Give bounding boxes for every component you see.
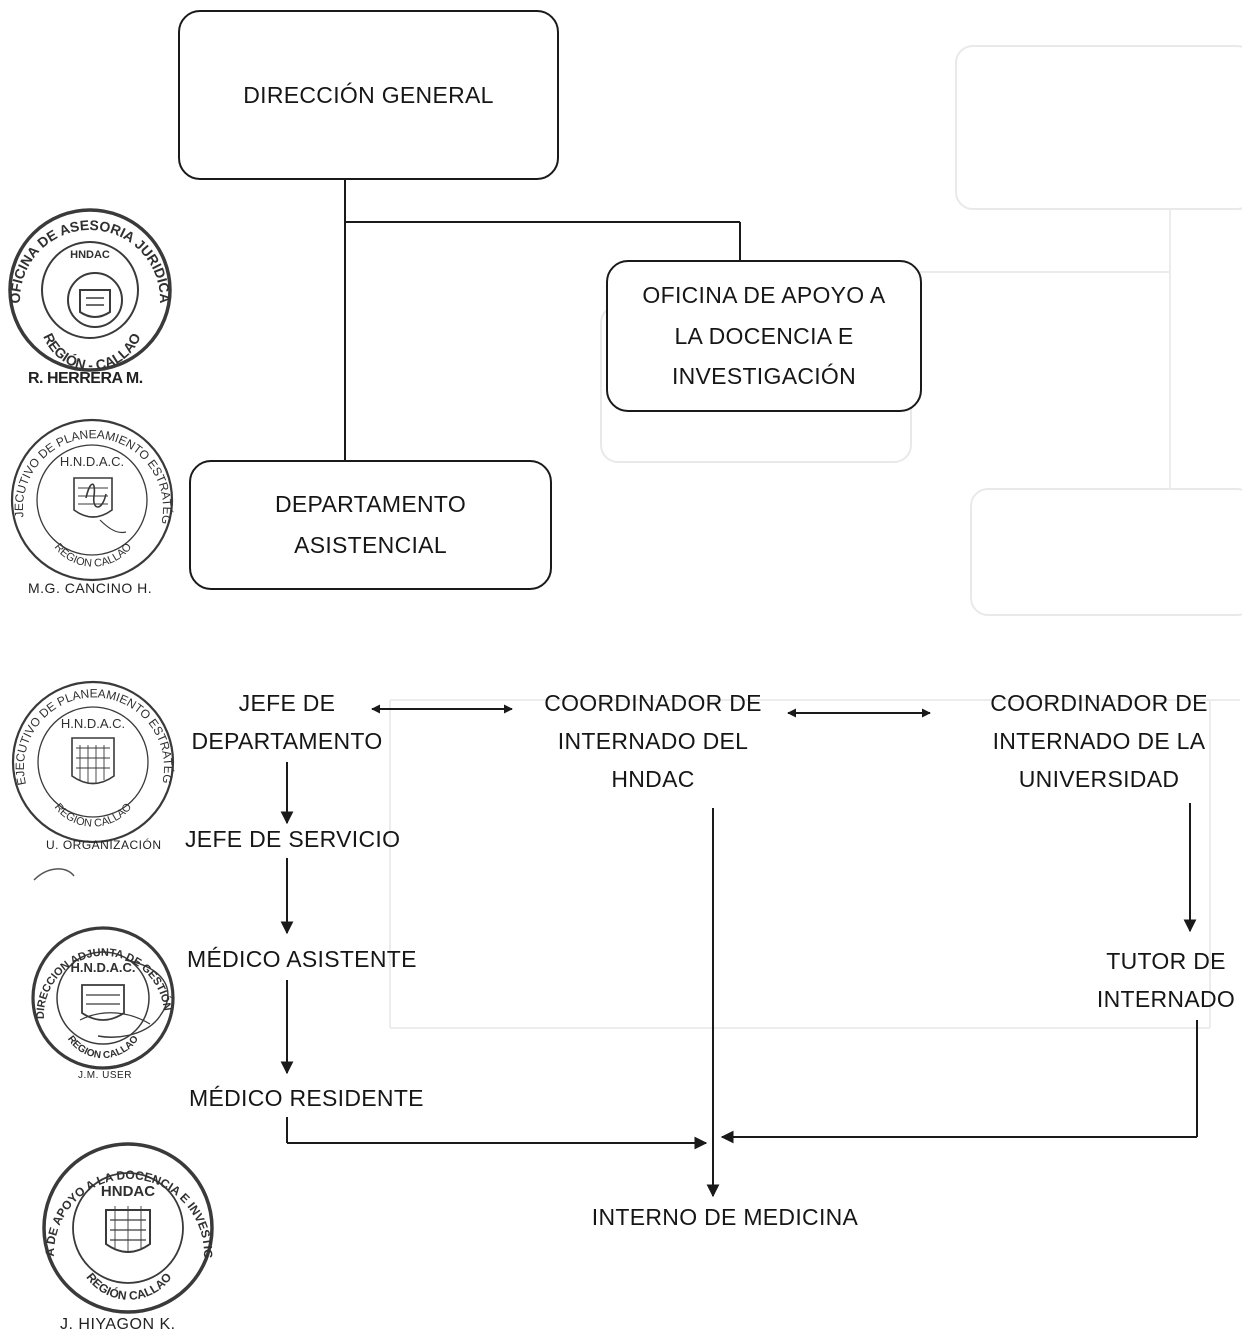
stamp-3-inner-text: H.N.D.A.C.	[61, 716, 125, 731]
svg-text:OF EJECUTIVO DE PLANEAMIENTO E: OF EJECUTIVO DE PLANEAMIENTO ESTRATÉGICO	[0, 0, 176, 786]
stamp-2-signature: M.G. CANCINO H.	[28, 580, 153, 596]
stray-mark	[33, 868, 75, 881]
stamp-direccion-adjunta	[31, 926, 175, 1070]
node-interno-medicina: INTERNO DE MEDICINA	[591, 1204, 859, 1230]
svg-text:REGIÓN CALLAO: REGIÓN CALLAO	[84, 1270, 175, 1303]
svg-text:REGION CALLAO: REGION CALLAO	[65, 1034, 141, 1062]
node-direccion-general: DIRECCIÓN GENERAL	[178, 10, 559, 180]
stamp-4-bottom-text: REGION CALLAO	[65, 1034, 141, 1062]
stamp-planeamiento-2	[11, 680, 175, 844]
stamp-4-ring-text: DIRECCION ADJUNTA DE GESTIÓN	[35, 947, 173, 1019]
node-departamento-asistencial-label: DEPARTAMENTO ASISTENCIAL	[274, 491, 467, 558]
node-coordinador-hndac: COORDINADOR DE INTERNADO DEL HNDAC	[544, 690, 762, 793]
node-oficina-apoyo-docencia: OFICINA DE APOYO A LA DOCENCIA E INVESTI…	[606, 260, 922, 412]
node-medico-asistente: MÉDICO ASISTENTE	[187, 946, 417, 972]
stamp-4-inner-text: H.N.D.A.C.	[71, 960, 136, 975]
stamp-3-bottom-text: REGION CALLAO	[52, 801, 135, 830]
stamp-planeamiento-1	[10, 418, 174, 582]
node-departamento-asistencial: DEPARTAMENTO ASISTENCIAL	[189, 460, 552, 590]
stamp-oficina-apoyo-docencia	[42, 1142, 214, 1314]
stamp-2-inner-text: H.N.D.A.C.	[60, 454, 124, 469]
stamp-4-signature: J.M. USER	[78, 1070, 132, 1081]
node-jefe-departamento: JEFE DE DEPARTAMENTO	[191, 690, 383, 755]
stamp-1-bottom-text: REGIÓN - CALLAO	[40, 330, 143, 373]
node-tutor-internado: TUTOR DE INTERNADO	[1096, 948, 1236, 1013]
stamp-1-signature: R. HERRERA M.	[28, 370, 143, 387]
node-medico-residente: MÉDICO RESIDENTE	[189, 1085, 424, 1111]
svg-text:REGION CALLAO: REGION CALLAO	[52, 801, 135, 830]
node-direccion-general-label: DIRECCIÓN GENERAL	[243, 81, 494, 108]
svg-text:DIRECCION ADJUNTA DE GESTIÓN: DIRECCION ADJUNTA DE GESTIÓN	[35, 947, 173, 1019]
stamp-5-inner-text: HNDAC	[101, 1183, 155, 1200]
svg-text:REGIÓN - CALLAO: REGIÓN - CALLAO	[40, 330, 143, 373]
stamp-3-ring-text: OF EJECUTIVO DE PLANEAMIENTO ESTRATÉGICO	[0, 0, 176, 786]
node-coordinador-universidad: COORDINADOR DE INTERNADO DE LA UNIVERSID…	[990, 690, 1208, 793]
node-oficina-apoyo-docencia-label: OFICINA DE APOYO A LA DOCENCIA E INVESTI…	[642, 281, 886, 390]
stamp-asesoria-juridica	[8, 208, 172, 372]
stamp-5-bottom-text: REGIÓN CALLAO	[84, 1270, 175, 1303]
node-jefe-servicio: JEFE DE SERVICIO	[185, 826, 401, 852]
stamp-5-signature: J. HIYAGON K.	[60, 1316, 176, 1333]
stamp-3-signature: U. ORGANIZACIÓN	[46, 838, 162, 852]
stamp-1-inner-text: HNDAC	[70, 249, 110, 261]
